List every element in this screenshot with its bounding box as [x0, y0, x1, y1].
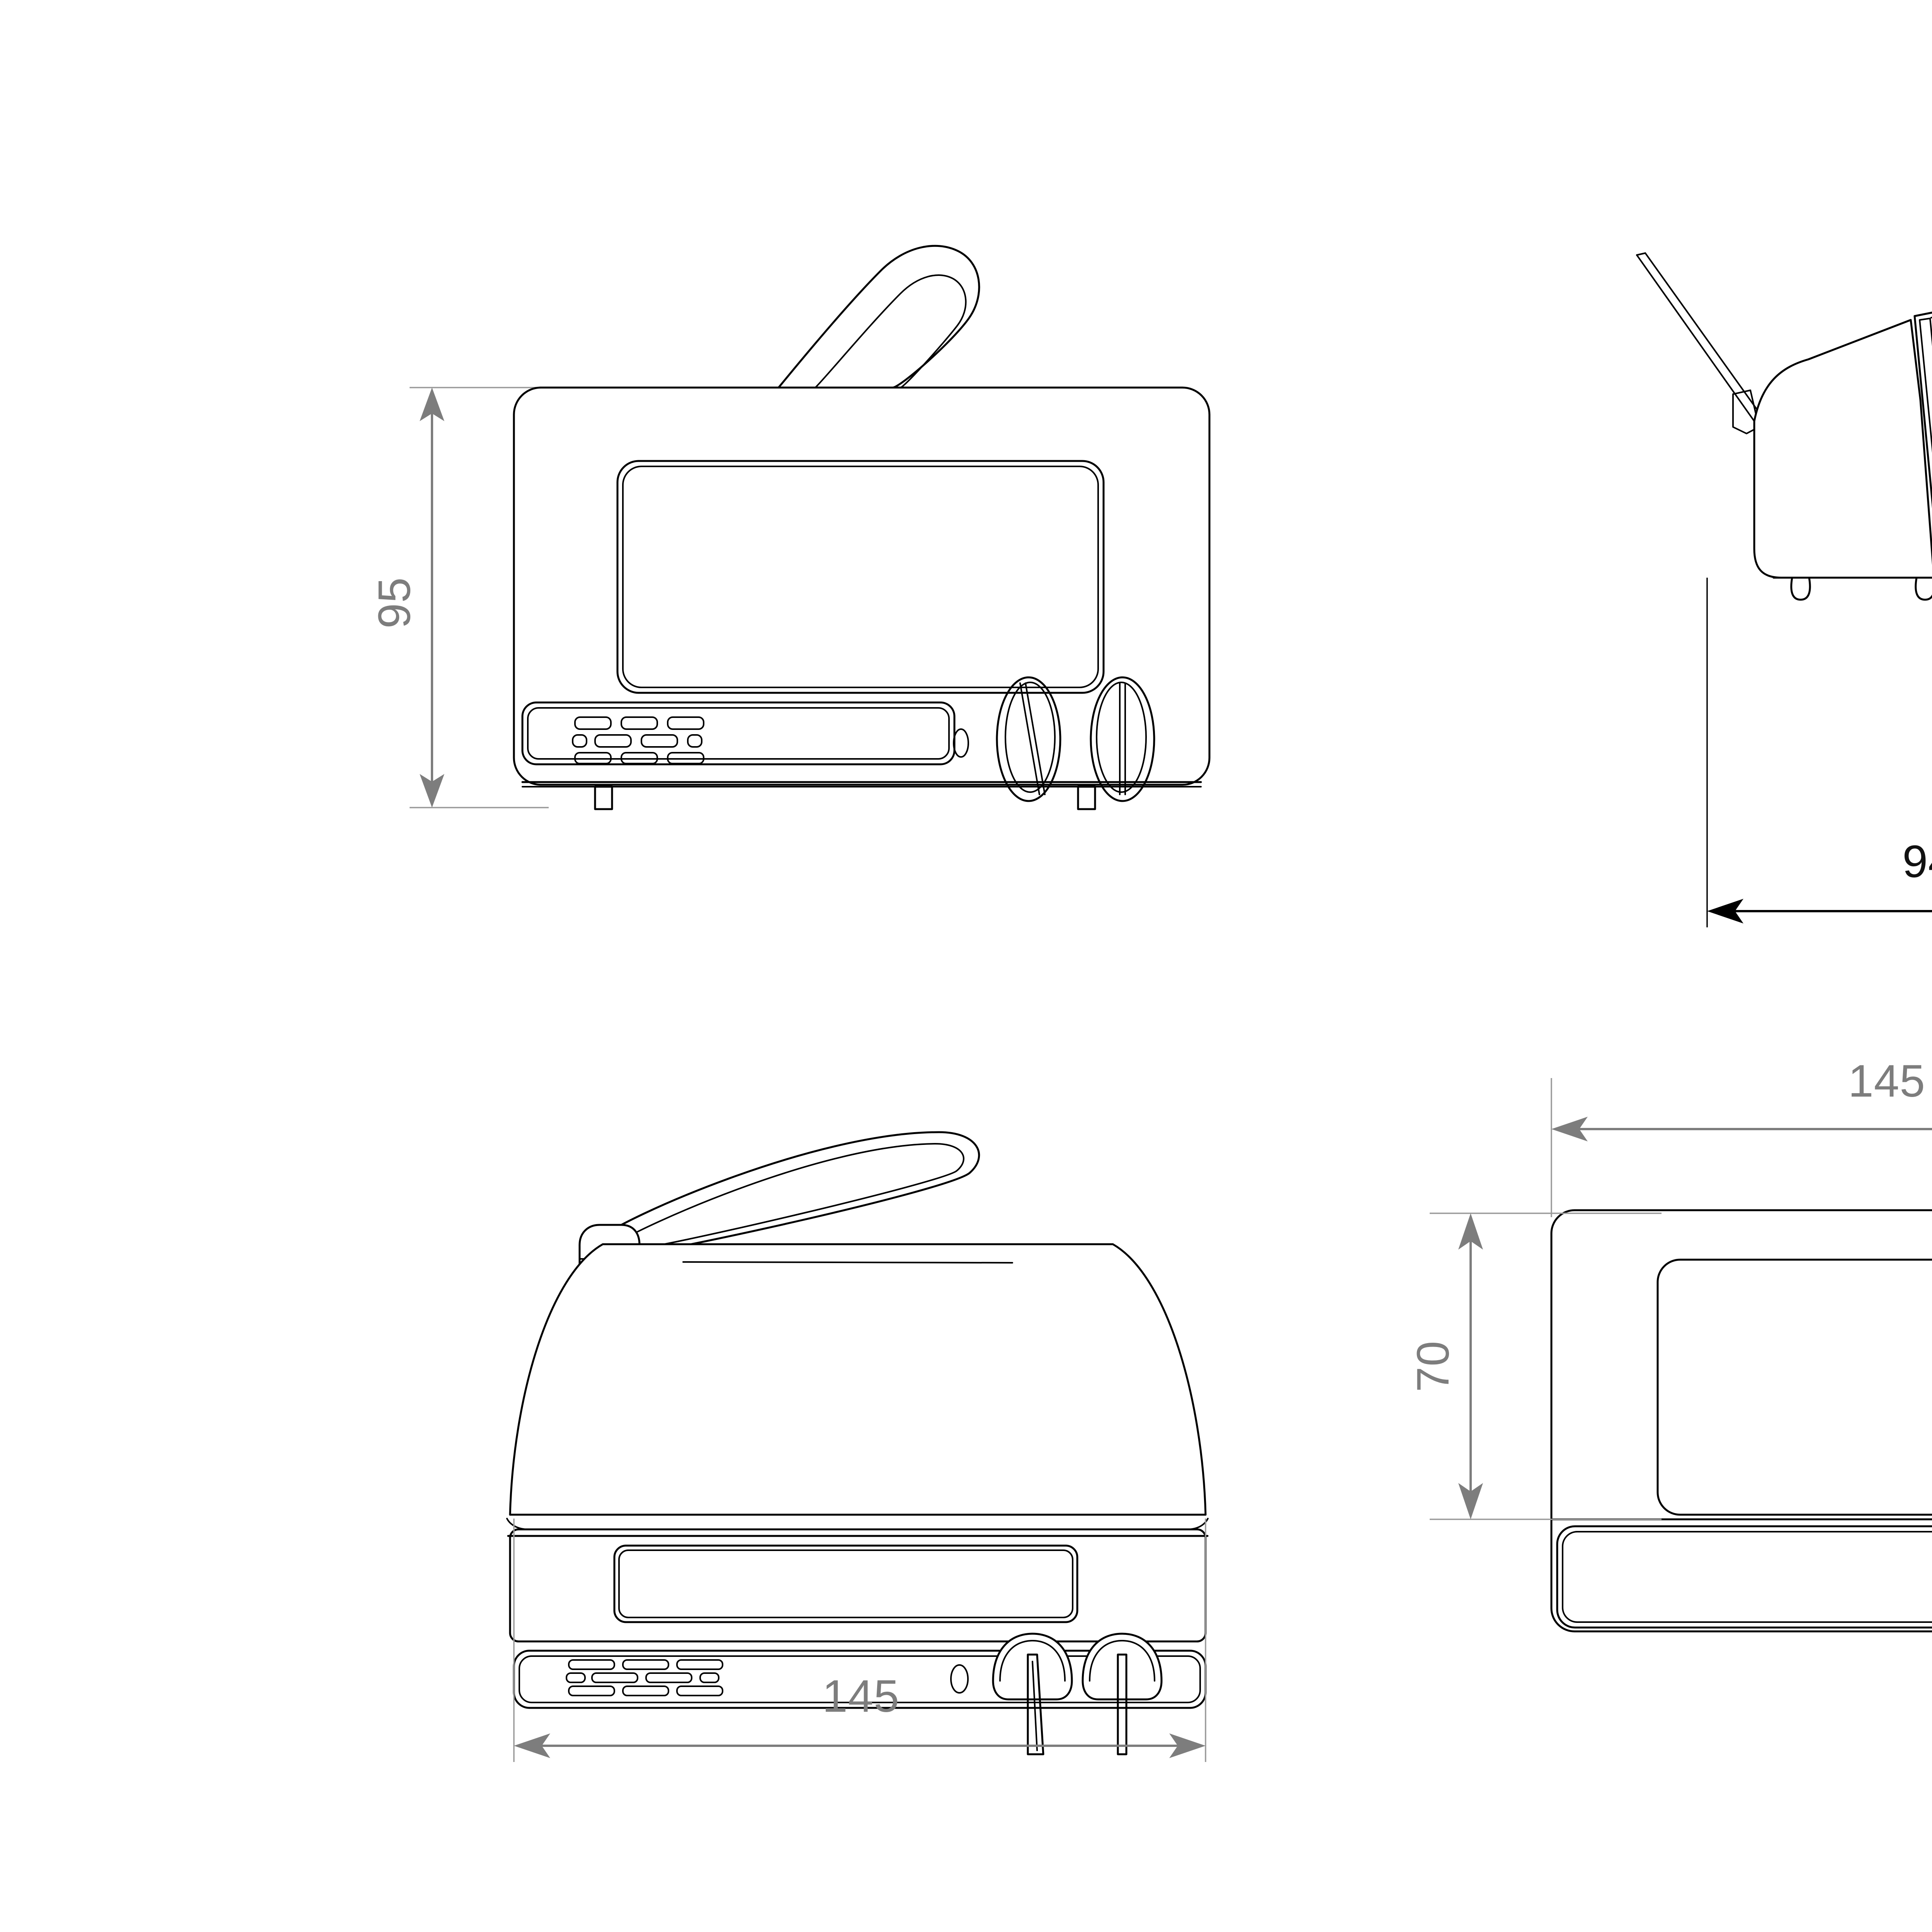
bottom-inner-cavity [1656, 1259, 1932, 1516]
control-panel-bezel [521, 701, 956, 765]
vent-grille-plan [566, 1659, 723, 1696]
knob-left-plan [992, 1633, 1073, 1755]
knob-right-front [1090, 676, 1155, 802]
rear-bracket-side [1732, 389, 1760, 434]
dimension-label-70: 70 [1408, 1340, 1459, 1392]
dimension-label-145-plan: 145 [822, 1671, 900, 1722]
dimension-label-94: 94 [1902, 836, 1932, 887]
side-body-profile [1753, 319, 1932, 579]
bottom-outer-outline [1550, 1209, 1932, 1633]
dimension-label-95: 95 [369, 577, 420, 628]
foot-rear-side [1915, 577, 1932, 601]
control-panel-inner [527, 707, 950, 760]
side-view: 94 [1636, 252, 1932, 927]
dimension-depth-70: 70 [1408, 1213, 1662, 1520]
dimension-label-145-bottom: 145 [1848, 1056, 1925, 1107]
oven-door-window-inner [622, 466, 1099, 688]
dimension-width-145-plan: 145 [513, 1519, 1206, 1762]
foot-left-front [594, 786, 613, 810]
dimension-height-95: 95 [369, 387, 549, 808]
indicator-light-front [953, 728, 969, 758]
dimension-depth-94: 94 [1706, 578, 1932, 927]
plan-view: 145 [506, 1131, 1209, 1762]
plan-window-recess [613, 1544, 1078, 1623]
dimension-width-145-bottom: 145 [1551, 1056, 1932, 1217]
bottom-control-strip [1556, 1525, 1932, 1629]
knob-left-front [996, 676, 1061, 802]
bottom-view: 145 70 [1408, 1056, 1932, 1633]
dome-top-plan [509, 1243, 1207, 1516]
oven-door-window-outer [616, 460, 1105, 694]
front-view [513, 245, 1211, 810]
foot-right-front [1077, 786, 1096, 810]
front-body-outline [513, 386, 1211, 786]
handle-loop-front [777, 245, 980, 389]
handle-loop-plan [602, 1131, 980, 1257]
indicator-light-plan [950, 1664, 969, 1694]
handle-rod-side [1636, 252, 1765, 422]
vent-grille-front [572, 716, 704, 764]
foot-front-side [1790, 577, 1811, 601]
knob-right-plan [1082, 1633, 1163, 1755]
